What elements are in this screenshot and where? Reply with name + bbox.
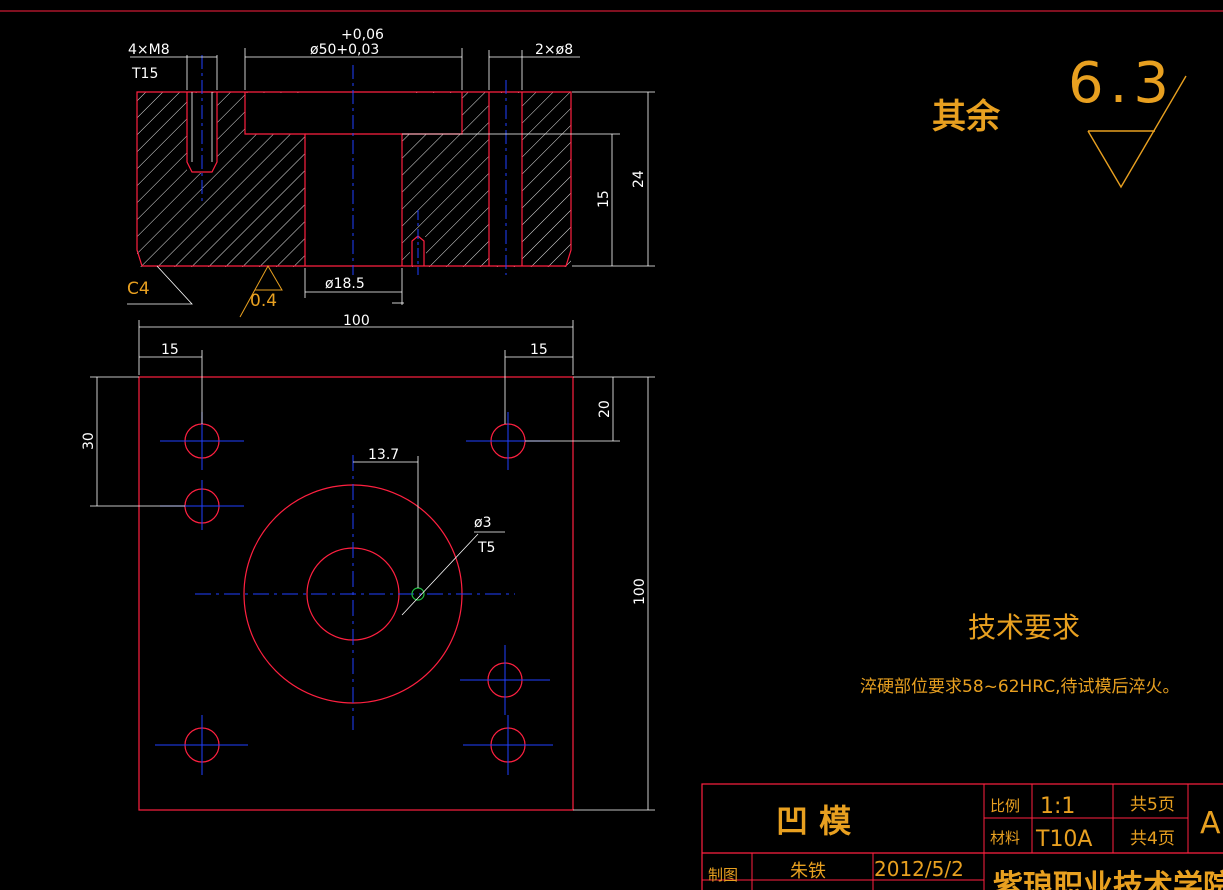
hole-bottom-right bbox=[463, 715, 553, 775]
drawn-by: 朱铁 bbox=[790, 861, 826, 882]
plan-outline bbox=[138, 376, 574, 811]
small-hole-depth-label: T5 bbox=[477, 540, 495, 556]
surface-roughness-local: 0.4 bbox=[250, 291, 277, 311]
sheet-mark: A bbox=[1200, 806, 1221, 841]
general-roughness: 其余 6.3 bbox=[932, 51, 1187, 189]
small-hole-label: ø3 bbox=[474, 515, 491, 531]
section-outline bbox=[136, 91, 572, 267]
drawn-label: 制图 bbox=[708, 866, 738, 884]
title-block: 凹 模 比例 1:1 共5页 材料 T10A 共4页 A 制图 朱铁 2012/… bbox=[701, 783, 1223, 890]
scale-label: 比例 bbox=[990, 797, 1020, 815]
hole-mid-right bbox=[460, 645, 550, 715]
roughness-value: 6.3 bbox=[1068, 51, 1175, 116]
hole-dia-label: ø18.5 bbox=[325, 276, 365, 292]
left-30-label: 30 bbox=[81, 432, 97, 450]
right-15-label: 15 bbox=[530, 342, 548, 358]
scale-value: 1:1 bbox=[1040, 794, 1075, 819]
offset-13-7-label: 13.7 bbox=[368, 447, 399, 463]
date: 2012/5/2 bbox=[874, 857, 964, 881]
section-view: 4×M8 T15 +0,06 ø50+0,03 2×ø8 24 15 ø18.5… bbox=[127, 27, 655, 318]
roughness-remaining-label: 其余 bbox=[932, 97, 1001, 137]
pin-holes-label: 2×ø8 bbox=[535, 42, 573, 58]
tech-requirements-title: 技术要求 bbox=[968, 611, 1080, 644]
left-15-label: 15 bbox=[161, 342, 179, 358]
height-24-label: 24 bbox=[631, 170, 647, 188]
bore-tol-upper: +0,06 bbox=[341, 27, 384, 43]
right-20-label: 20 bbox=[597, 400, 613, 418]
part-name: 凹 模 bbox=[776, 802, 851, 840]
school-name: 紫琅职业技术学院 bbox=[993, 869, 1223, 890]
hole-bottom-left bbox=[155, 715, 248, 775]
total-pages: 共5页 bbox=[1130, 795, 1175, 815]
hole-mid-left bbox=[160, 480, 244, 530]
material-label: 材料 bbox=[990, 829, 1020, 847]
page-number: 共4页 bbox=[1130, 829, 1175, 849]
thread-note-label: 4×M8 bbox=[128, 42, 170, 58]
material-value: T10A bbox=[1035, 827, 1092, 852]
chamfer-label: C4 bbox=[127, 279, 150, 299]
thread-depth-label: T15 bbox=[131, 66, 158, 82]
width-100-label: 100 bbox=[343, 313, 370, 329]
plan-view: ø3 T5 bbox=[81, 313, 655, 811]
tech-requirements-text: 淬硬部位要求58~62HRC,待试模后淬火。 bbox=[860, 677, 1180, 697]
bore-dim-label: ø50+0,03 bbox=[310, 42, 379, 58]
height-100-label: 100 bbox=[632, 578, 648, 605]
height-15-label: 15 bbox=[596, 190, 612, 208]
